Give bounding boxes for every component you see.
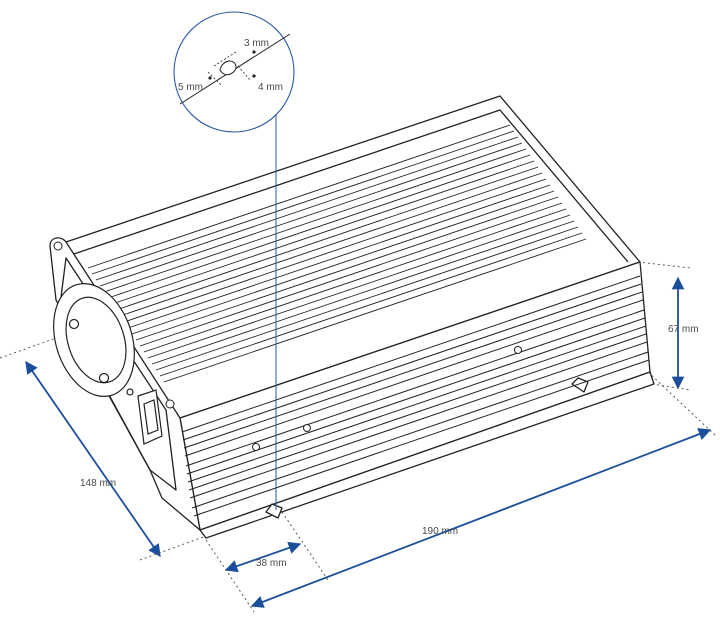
labels: 148 mm 190 mm 67 mm 38 mm 3 mm 5 mm 4 mm <box>80 38 699 569</box>
slot-offset-dimension-arrow <box>224 541 302 573</box>
inverter-body <box>49 95 655 539</box>
height-label: 67 mm <box>668 324 699 335</box>
screw-icon <box>165 399 175 409</box>
width-label: 148 mm <box>80 478 116 489</box>
length-dimension-arrow <box>250 428 712 608</box>
screw-icon <box>303 424 311 432</box>
screw-icon <box>514 346 522 354</box>
extension-lines <box>0 261 717 613</box>
screw-icon <box>252 443 260 451</box>
socket-pin-icon <box>98 372 110 384</box>
dimension-lines <box>25 276 712 608</box>
heat-sink-fins <box>87 124 587 383</box>
slot-detail-callout <box>173 11 295 133</box>
length-label: 190 mm <box>422 526 458 537</box>
detail-right-label: 4 mm <box>258 82 283 93</box>
detail-left-label: 5 mm <box>178 82 203 93</box>
detail-top-label: 3 mm <box>244 38 269 49</box>
slot-offset-label: 38 mm <box>256 558 287 569</box>
screw-icon <box>53 241 63 251</box>
socket-pin-icon <box>68 318 80 330</box>
width-dimension-arrow <box>25 360 161 558</box>
